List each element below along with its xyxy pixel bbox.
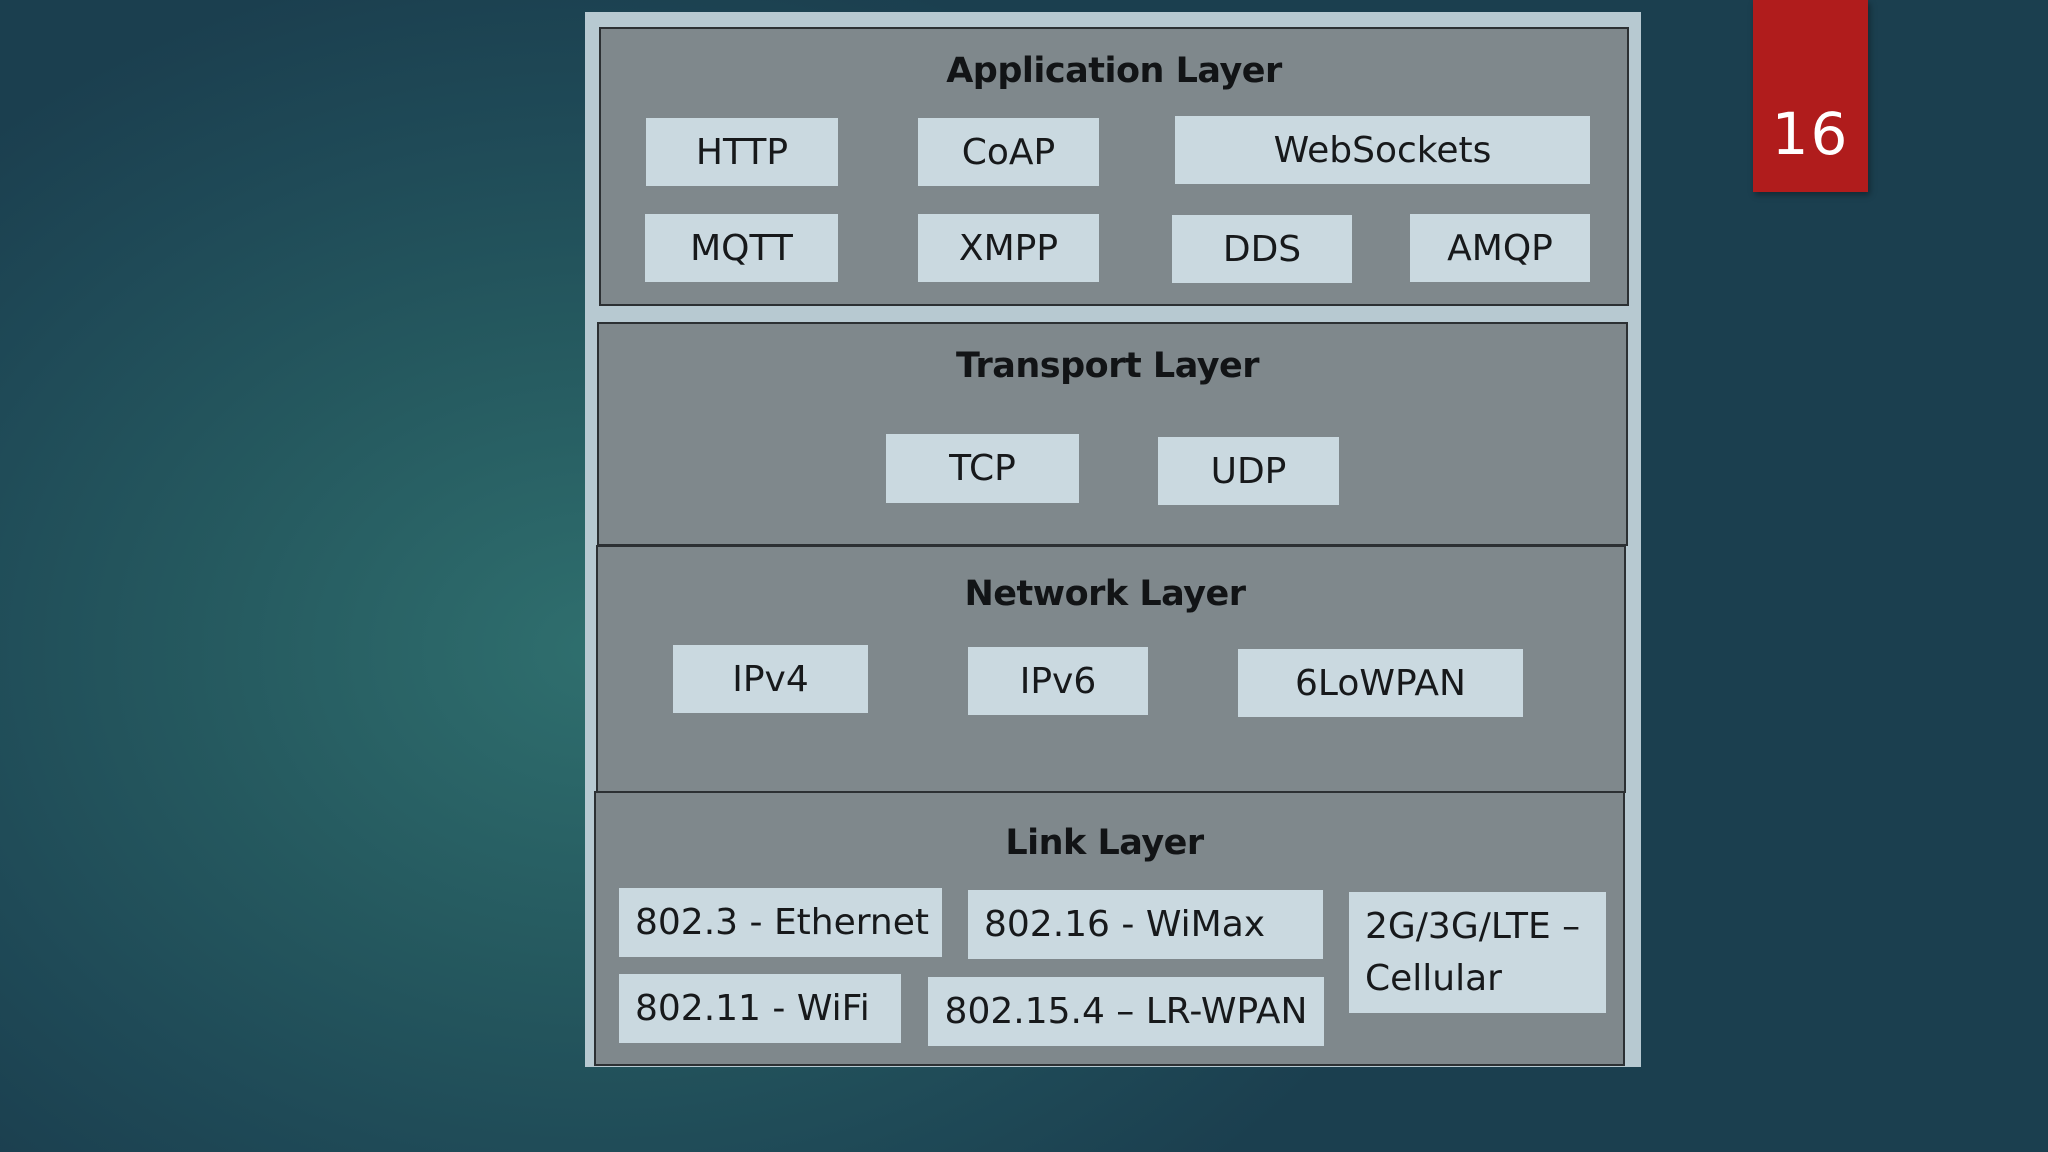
protocol-cellular-line-2: Cellular — [1365, 957, 1502, 999]
protocol-mqtt: MQTT — [645, 214, 838, 282]
application-layer: Application Layer HTTP CoAP WebSockets M… — [599, 27, 1629, 306]
transport-layer: Transport Layer TCP UDP — [597, 322, 1628, 546]
protocol-cellular: 2G/3G/LTE – Cellular — [1349, 892, 1606, 1013]
protocol-dds: DDS — [1172, 215, 1352, 283]
protocol-802-3-ethernet: 802.3 - Ethernet — [619, 888, 942, 957]
protocol-tcp: TCP — [886, 434, 1079, 503]
application-layer-title: Application Layer — [946, 51, 1282, 91]
protocol-6lowpan: 6LoWPAN — [1238, 649, 1523, 717]
link-layer-title: Link Layer — [1005, 823, 1204, 863]
protocol-xmpp: XMPP — [918, 214, 1099, 282]
protocol-ipv4: IPv4 — [673, 645, 868, 713]
protocol-udp: UDP — [1158, 437, 1339, 505]
protocol-802-15-4-lr-wpan: 802.15.4 – LR-WPAN — [928, 977, 1324, 1046]
network-layer: Network Layer IPv4 IPv6 6LoWPAN — [596, 545, 1626, 793]
protocol-cellular-line-1: 2G/3G/LTE – — [1365, 905, 1581, 947]
slide-number: 16 — [1771, 100, 1850, 168]
slide-number-badge: 16 — [1753, 0, 1868, 192]
protocol-coap: CoAP — [918, 118, 1099, 186]
protocol-http: HTTP — [646, 118, 838, 186]
network-layer-title: Network Layer — [964, 574, 1246, 614]
protocol-websockets: WebSockets — [1175, 116, 1590, 184]
link-layer: Link Layer 802.3 - Ethernet 802.16 - WiM… — [594, 791, 1625, 1066]
protocol-ipv6: IPv6 — [968, 647, 1148, 715]
protocol-amqp: AMQP — [1410, 214, 1590, 282]
protocol-802-16-wimax: 802.16 - WiMax — [968, 890, 1323, 959]
transport-layer-title: Transport Layer — [955, 346, 1260, 386]
iot-protocol-stack-figure: Application Layer HTTP CoAP WebSockets M… — [585, 12, 1641, 1067]
protocol-802-11-wifi: 802.11 - WiFi — [619, 974, 901, 1043]
